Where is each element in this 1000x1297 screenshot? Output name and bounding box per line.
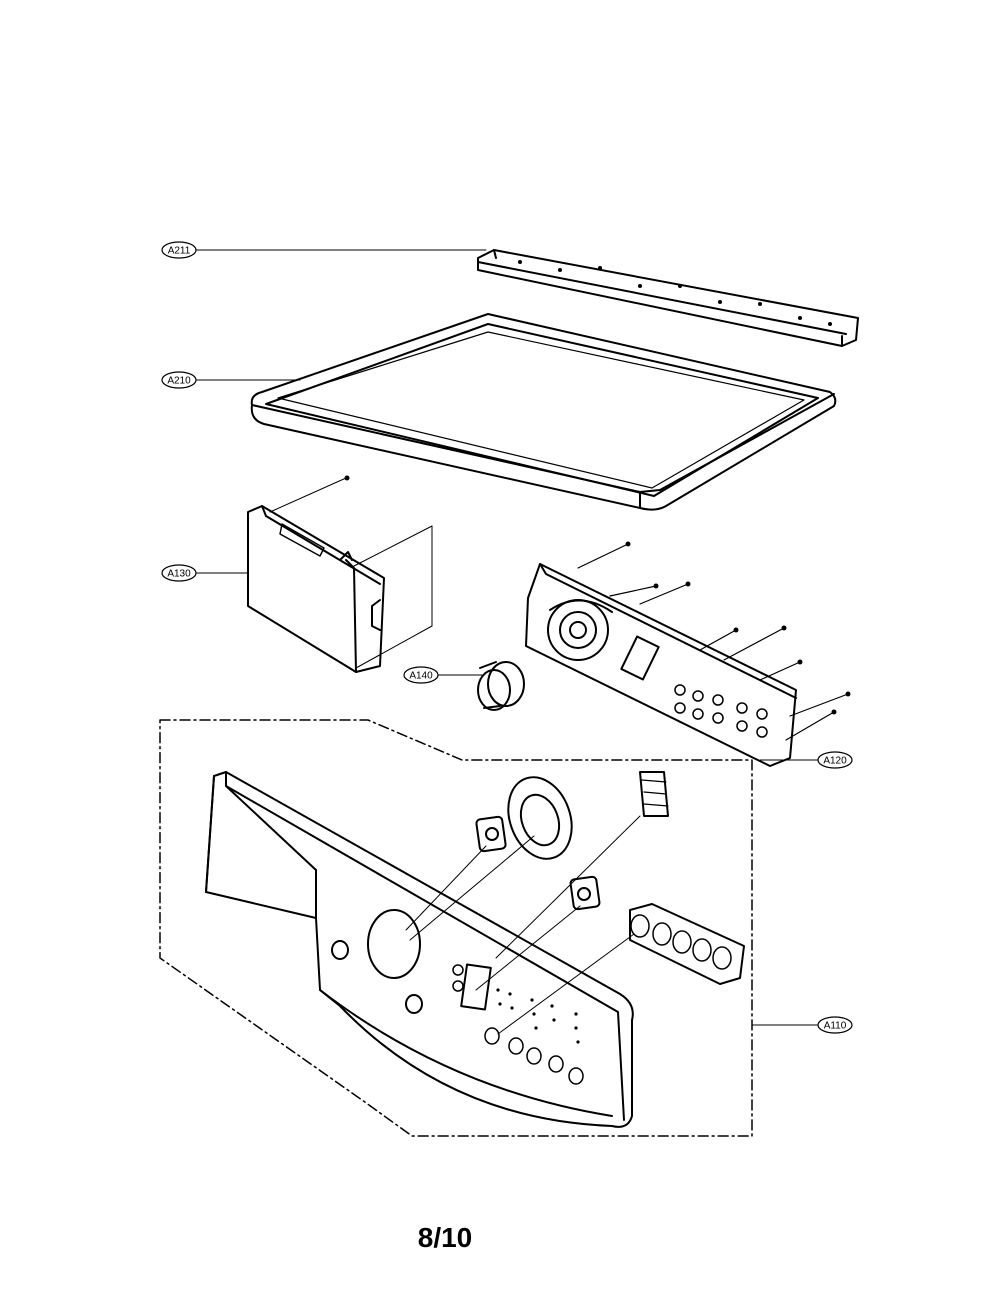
callout-a140-label: A140 [409,671,433,682]
control-panel [205,771,634,1128]
dispenser-box [247,475,433,673]
dial-ring [409,776,573,941]
callout-a130: A130 [161,564,197,582]
callout-a110-label: A110 [824,1021,847,1032]
encoder-small [405,815,507,931]
knob [477,661,525,711]
callout-a140: A140 [403,666,439,684]
callout-a120-label: A120 [823,756,847,767]
callout-a211-label: A211 [168,246,191,257]
top-bracket-rail [477,249,859,347]
page-number: 8/10 [417,1222,473,1253]
led-strip [495,771,669,959]
callout-a210: A210 [161,371,197,389]
top-cover-frame [250,313,837,511]
callout-a120: A120 [817,751,853,769]
callout-a130-label: A130 [167,569,191,580]
button-strip [497,903,745,1035]
callout-a210-label: A210 [167,376,191,387]
callout-leaders [195,249,819,1026]
callout-a211: A211 [161,241,197,259]
encoder-lower [475,875,601,991]
control-board [525,541,851,767]
callout-a110: A110 [817,1016,853,1034]
control-panel-group-outline [159,719,753,1137]
